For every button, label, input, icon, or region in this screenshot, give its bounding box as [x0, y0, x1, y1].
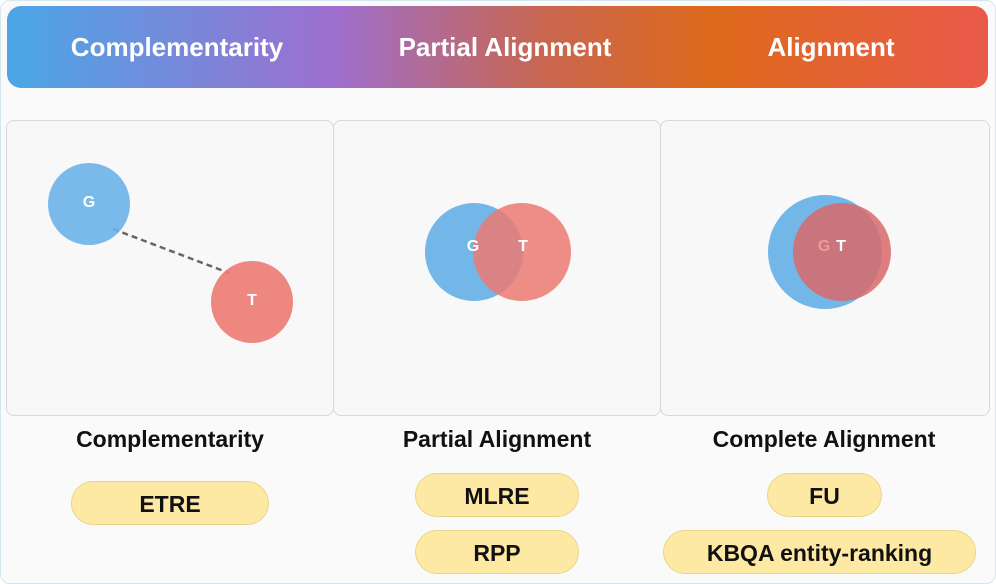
panel-complementarity: G T	[6, 120, 334, 416]
complete-alignment-venn: G T	[768, 195, 891, 309]
relation-dashed-line	[112, 227, 230, 275]
g-label: G	[467, 238, 479, 255]
t-circle	[473, 203, 571, 301]
panel-complete-alignment: G T	[660, 120, 990, 416]
t-circle	[211, 261, 293, 343]
header-banner: Complementarity Partial Alignment Alignm…	[7, 6, 988, 88]
g-circle	[48, 163, 130, 245]
complementarity-venn: G T	[48, 163, 293, 343]
caption-partial-alignment: Partial Alignment	[402, 426, 592, 452]
caption-complementarity: Complementarity	[76, 426, 264, 452]
t-label: T	[836, 238, 846, 255]
task-pill-fu: FU	[767, 473, 882, 517]
header-label-complementarity: Complementarity	[70, 32, 284, 62]
task-pill-kbqa-entity-ranking: KBQA entity-ranking	[663, 530, 976, 574]
g-label: G	[818, 238, 830, 255]
t-label: T	[518, 238, 528, 255]
header-label-alignment: Alignment	[767, 32, 895, 62]
partial-alignment-venn: G T	[425, 203, 571, 301]
panel-partial-alignment: G T	[333, 120, 661, 416]
task-pill-etre: ETRE	[71, 481, 269, 525]
task-pill-rpp: RPP	[415, 530, 579, 574]
t-label: T	[247, 292, 257, 309]
g-label: G	[83, 194, 95, 211]
caption-complete-alignment: Complete Alignment	[712, 426, 936, 452]
task-pill-mlre: MLRE	[415, 473, 579, 517]
header-label-partial-alignment: Partial Alignment	[398, 32, 612, 62]
t-circle	[793, 203, 891, 301]
